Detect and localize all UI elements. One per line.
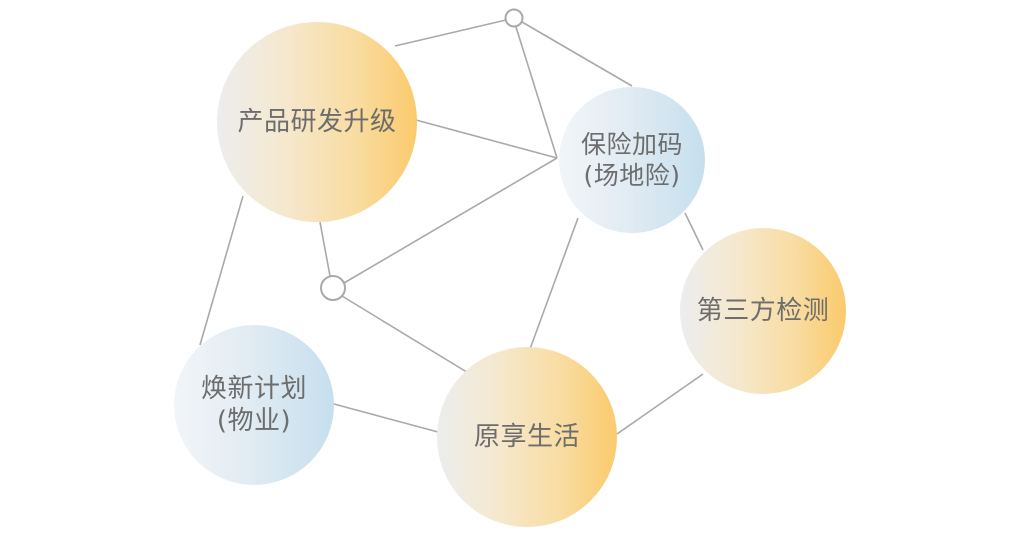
middle-hub-node	[320, 275, 346, 301]
edge-mid-hub-enjoy	[341, 295, 471, 375]
edge-product-mid-hub	[319, 221, 331, 277]
node-label: 焕新计划 (物业)	[200, 373, 307, 437]
edge-insurance-enjoy	[529, 217, 579, 350]
node-enjoy-life: 原享生活	[437, 347, 617, 527]
node-renewal: 焕新计划 (物业)	[174, 325, 334, 485]
edge-top-hub-insurance	[521, 21, 633, 87]
node-label: 保险加码 (场地险)	[580, 129, 683, 190]
top-hub-node	[504, 8, 524, 28]
edge-enjoy-third-party	[616, 373, 704, 435]
edge-top-hub-product	[394, 19, 507, 47]
edge-product-renewal	[199, 195, 244, 346]
node-insurance: 保险加码 (场地险)	[559, 87, 705, 233]
edge-insurance-third-party	[684, 212, 704, 251]
node-label: 第三方检测	[696, 295, 830, 326]
edge-product-junction	[415, 119, 558, 159]
edge-mid-hub-junction	[343, 157, 558, 284]
node-label: 原享生活	[473, 421, 580, 452]
node-product-rd: 产品研发升级	[217, 22, 417, 222]
node-third-party: 第三方检测	[680, 228, 846, 394]
edge-renewal-enjoy	[333, 403, 439, 433]
node-label: 产品研发升级	[237, 106, 397, 137]
edge-top-hub-junction	[515, 26, 558, 159]
